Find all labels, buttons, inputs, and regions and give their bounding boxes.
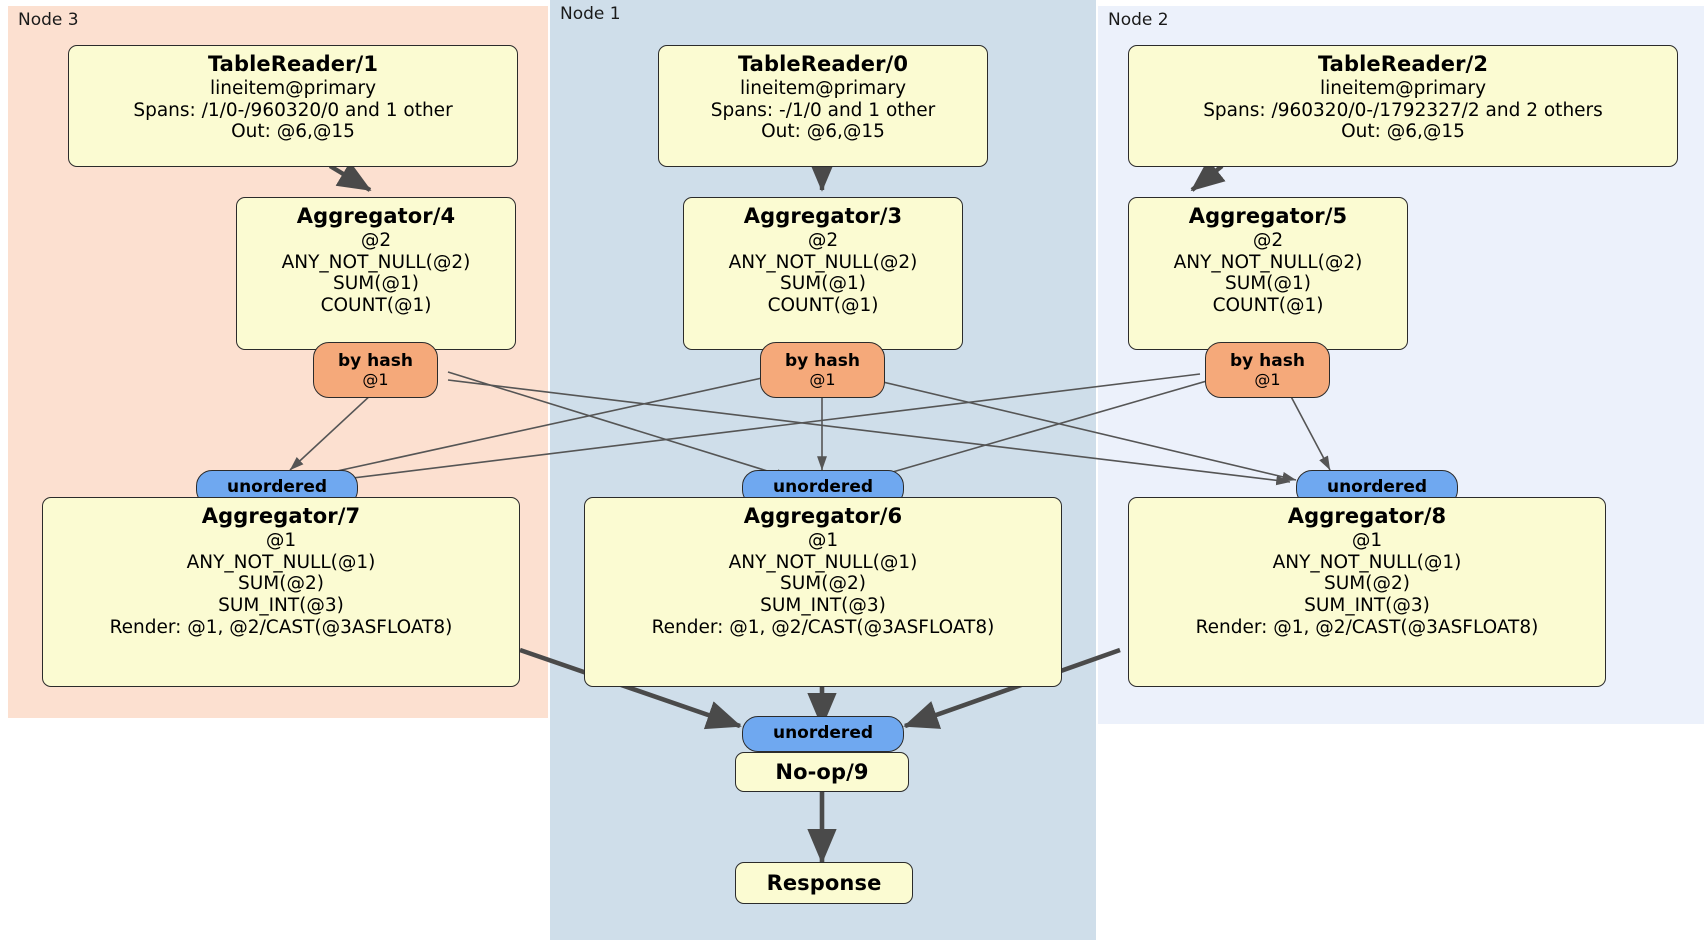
processor-line: SUM(@2) bbox=[780, 573, 866, 595]
router-by-hash-aggregator5[interactable]: by hash @1 bbox=[1205, 342, 1330, 398]
processor-line: SUM(@2) bbox=[238, 573, 324, 595]
processor-line: SUM(@1) bbox=[1225, 273, 1311, 295]
processor-line: ANY_NOT_NULL(@2) bbox=[281, 251, 471, 273]
router-by-hash-aggregator3[interactable]: by hash @1 bbox=[760, 342, 885, 398]
processor-box-aggregator3[interactable]: Aggregator/3 @2 ANY_NOT_NULL(@2) SUM(@1)… bbox=[683, 197, 963, 350]
synchronizer-label: unordered bbox=[772, 723, 874, 744]
processor-line: @2 bbox=[807, 229, 839, 251]
processor-title: Aggregator/6 bbox=[743, 504, 903, 528]
processor-line: Out: @6,@15 bbox=[1341, 121, 1465, 143]
processor-line: ANY_NOT_NULL(@1) bbox=[728, 551, 918, 573]
processor-line: COUNT(@1) bbox=[320, 295, 432, 317]
processor-line: Spans: /1/0-/960320/0 and 1 other bbox=[133, 99, 453, 121]
processor-line: lineitem@primary bbox=[1319, 77, 1487, 99]
processor-title: Aggregator/3 bbox=[743, 204, 903, 228]
router-label: by hash bbox=[785, 350, 860, 371]
processor-box-aggregator7[interactable]: Aggregator/7 @1 ANY_NOT_NULL(@1) SUM(@2)… bbox=[42, 497, 520, 687]
processor-box-noop9[interactable]: No-op/9 bbox=[735, 752, 909, 792]
processor-line: ANY_NOT_NULL(@2) bbox=[1173, 251, 1363, 273]
processor-title: Aggregator/5 bbox=[1188, 204, 1348, 228]
processor-line: COUNT(@1) bbox=[767, 295, 879, 317]
processor-line: @1 bbox=[1351, 529, 1383, 551]
processor-box-aggregator4[interactable]: Aggregator/4 @2 ANY_NOT_NULL(@2) SUM(@1)… bbox=[236, 197, 516, 350]
processor-line: ANY_NOT_NULL(@2) bbox=[728, 251, 918, 273]
processor-line: SUM_INT(@3) bbox=[760, 595, 886, 617]
processor-line: Spans: /960320/0-/1792327/2 and 2 others bbox=[1203, 99, 1603, 121]
processor-title: TableReader/2 bbox=[1317, 52, 1489, 76]
processor-line: SUM(@1) bbox=[780, 273, 866, 295]
processor-box-tablereader1[interactable]: TableReader/1 lineitem@primary Spans: /1… bbox=[68, 45, 518, 167]
processor-title: No-op/9 bbox=[775, 759, 869, 784]
processor-title: Aggregator/8 bbox=[1287, 504, 1447, 528]
processor-box-tablereader2[interactable]: TableReader/2 lineitem@primary Spans: /9… bbox=[1128, 45, 1678, 167]
router-column: @1 bbox=[362, 369, 389, 389]
processor-line: Out: @6,@15 bbox=[231, 121, 355, 143]
processor-line: ANY_NOT_NULL(@1) bbox=[186, 551, 376, 573]
router-label: by hash bbox=[1230, 350, 1305, 371]
processor-title: Aggregator/7 bbox=[201, 504, 361, 528]
processor-line: @1 bbox=[265, 529, 297, 551]
processor-title: TableReader/0 bbox=[737, 52, 909, 76]
synchronizer-label: unordered bbox=[226, 477, 328, 498]
processor-title: Aggregator/4 bbox=[296, 204, 456, 228]
processor-line: SUM(@1) bbox=[333, 273, 419, 295]
processor-line: Render: @1, @2/CAST(@3ASFLOAT8) bbox=[1195, 617, 1539, 639]
processor-line: @2 bbox=[360, 229, 392, 251]
processor-box-aggregator6[interactable]: Aggregator/6 @1 ANY_NOT_NULL(@1) SUM(@2)… bbox=[584, 497, 1062, 687]
router-column: @1 bbox=[809, 369, 836, 389]
processor-line: Out: @6,@15 bbox=[761, 121, 885, 143]
router-label: by hash bbox=[338, 350, 413, 371]
processor-line: ANY_NOT_NULL(@1) bbox=[1272, 551, 1462, 573]
processor-line: lineitem@primary bbox=[739, 77, 907, 99]
processor-line: COUNT(@1) bbox=[1212, 295, 1324, 317]
synchronizer-unordered-noop9[interactable]: unordered bbox=[742, 716, 904, 752]
processor-line: SUM_INT(@3) bbox=[218, 595, 344, 617]
synchronizer-label: unordered bbox=[772, 477, 874, 498]
processor-line: Render: @1, @2/CAST(@3ASFLOAT8) bbox=[109, 617, 453, 639]
processor-line: Spans: -/1/0 and 1 other bbox=[710, 99, 936, 121]
processor-title: Response bbox=[766, 870, 882, 895]
processor-line: SUM(@2) bbox=[1324, 573, 1410, 595]
router-column: @1 bbox=[1254, 369, 1281, 389]
processor-box-aggregator5[interactable]: Aggregator/5 @2 ANY_NOT_NULL(@2) SUM(@1)… bbox=[1128, 197, 1408, 350]
node-panel-label: Node 1 bbox=[560, 4, 621, 24]
synchronizer-label: unordered bbox=[1326, 477, 1428, 498]
processor-title: TableReader/1 bbox=[207, 52, 379, 76]
router-by-hash-aggregator4[interactable]: by hash @1 bbox=[313, 342, 438, 398]
processor-line: @2 bbox=[1252, 229, 1284, 251]
processor-line: SUM_INT(@3) bbox=[1304, 595, 1430, 617]
processor-box-response[interactable]: Response bbox=[735, 862, 913, 904]
processor-line: @1 bbox=[807, 529, 839, 551]
node-panel-label: Node 2 bbox=[1108, 10, 1169, 30]
processor-box-tablereader0[interactable]: TableReader/0 lineitem@primary Spans: -/… bbox=[658, 45, 988, 167]
processor-line: lineitem@primary bbox=[209, 77, 377, 99]
processor-box-aggregator8[interactable]: Aggregator/8 @1 ANY_NOT_NULL(@1) SUM(@2)… bbox=[1128, 497, 1606, 687]
processor-line: Render: @1, @2/CAST(@3ASFLOAT8) bbox=[651, 617, 995, 639]
node-panel-label: Node 3 bbox=[18, 10, 79, 30]
